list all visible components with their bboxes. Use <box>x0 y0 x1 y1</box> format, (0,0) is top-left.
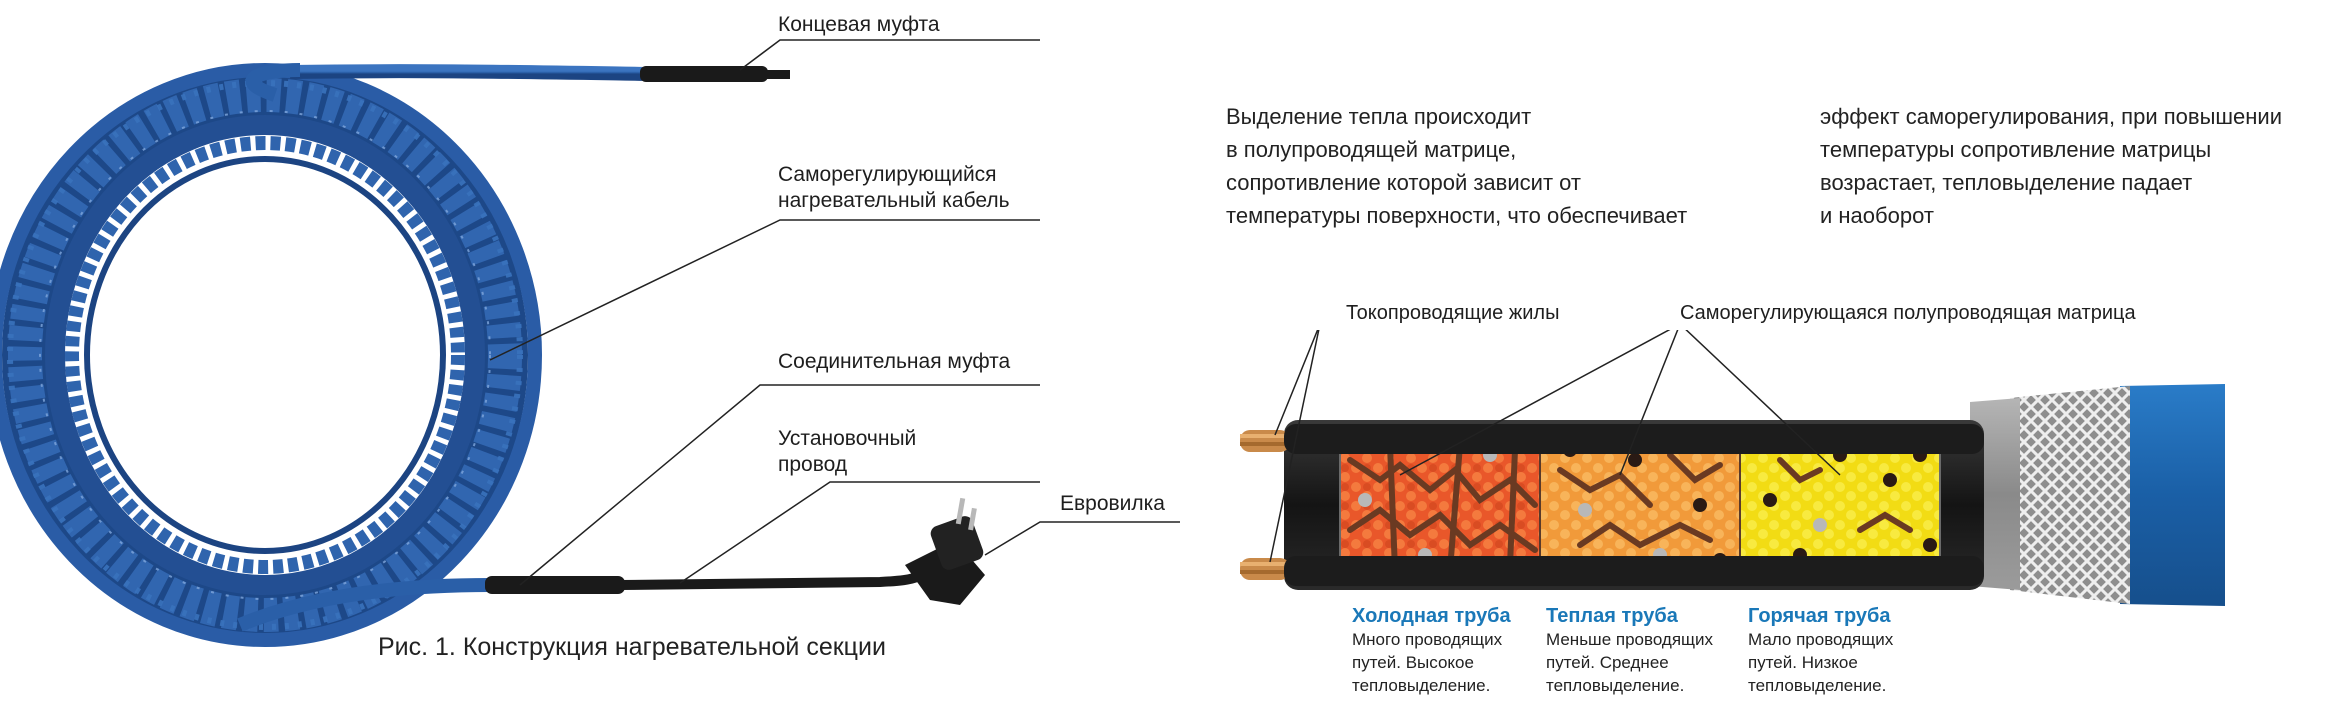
description-line: возрастает, тепловыделение падает <box>1820 170 2193 195</box>
state-line: путей. Высокое <box>1352 653 1474 672</box>
state-warm: Теплая труба Меньше проводящих путей. Ср… <box>1546 605 1713 697</box>
state-title: Теплая труба <box>1546 605 1678 627</box>
description-line: Выделение тепла происходит <box>1226 104 1532 129</box>
cross-section-leader-lines <box>1269 330 1841 563</box>
state-line: Много проводящих <box>1352 630 1503 649</box>
heating-section-illustration <box>0 39 1180 647</box>
description-column-2: эффект саморегулирования, при повышении … <box>1820 100 2282 232</box>
euro-plug <box>905 497 985 605</box>
description-line: температуры поверхности, что обеспечивае… <box>1226 203 1688 228</box>
state-line: тепловыделение. <box>1546 676 1685 695</box>
label-euro-plug: Евровилка <box>1060 492 1165 515</box>
left-leader-lines <box>489 39 1180 586</box>
label-conductors: Токопроводящие жилы <box>1346 302 1560 324</box>
label-install-wire-line2: провод <box>778 453 848 476</box>
state-line: тепловыделение. <box>1352 676 1491 695</box>
conductive-paths <box>1347 442 1913 573</box>
description-line: сопротивление которой зависит от <box>1226 170 1581 195</box>
description-line: эффект саморегулирования, при повышении <box>1820 104 2282 129</box>
matrix-cold <box>1340 435 1540 575</box>
label-end-coupling: Концевая муфта <box>778 13 940 36</box>
state-title: Горячая труба <box>1748 605 1891 627</box>
description-line: в полупроводящей матрице, <box>1226 137 1517 162</box>
outer-blue-jacket <box>2120 384 2225 606</box>
state-line: Мало проводящих <box>1748 630 1894 649</box>
state-cold: Холодная труба Много проводящих путей. В… <box>1352 605 1511 697</box>
state-hot: Горячая труба Мало проводящих путей. Низ… <box>1748 605 1893 697</box>
state-line: Меньше проводящих <box>1546 630 1714 649</box>
state-description: Меньше проводящих путей. Среднее тепловы… <box>1546 628 1713 697</box>
installation-wire <box>619 571 922 590</box>
label-install-wire-line1: Установочный <box>778 427 917 450</box>
figure-caption: Рис. 1. Конструкция нагревательной секци… <box>378 633 886 661</box>
label-heating-cable-line2: нагревательный кабель <box>778 189 1010 212</box>
label-matrix: Саморегулирующаяся полупроводящая матриц… <box>1680 302 2136 324</box>
braid-layer <box>2010 386 2130 604</box>
cable-cross-section <box>1240 330 2225 606</box>
state-title: Холодная труба <box>1352 605 1511 627</box>
description-column-1: Выделение тепла происходит в полупроводя… <box>1226 100 1687 232</box>
description-line: и наоборот <box>1820 203 1934 228</box>
state-description: Мало проводящих путей. Низкое тепловыдел… <box>1748 628 1893 697</box>
state-line: путей. Среднее <box>1546 653 1669 672</box>
cable-top-run <box>245 63 790 102</box>
end-coupling <box>640 66 768 82</box>
connecting-coupling <box>485 576 625 594</box>
state-line: путей. Низкое <box>1748 653 1858 672</box>
cable-coil <box>0 63 542 647</box>
description-line: температуры сопротивление матрицы <box>1820 137 2212 162</box>
label-heating-cable-line1: Саморегулирующийся <box>778 163 997 186</box>
state-line: тепловыделение. <box>1748 676 1887 695</box>
label-connecting-coupling: Соединительная муфта <box>778 350 1011 373</box>
state-description: Много проводящих путей. Высокое тепловыд… <box>1352 628 1511 697</box>
